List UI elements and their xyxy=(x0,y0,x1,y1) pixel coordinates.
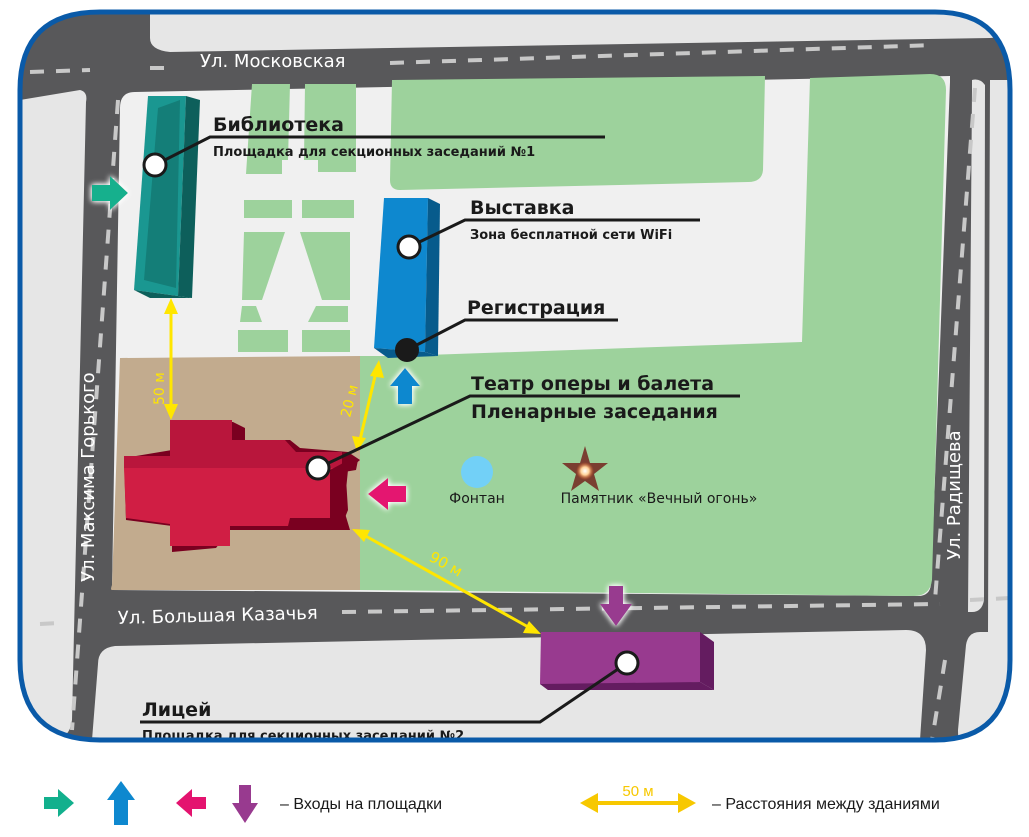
legend: – Входы на площадки 50 м – Расстояния ме… xyxy=(44,781,940,825)
garden-beds xyxy=(238,84,356,352)
legend-distance-label: – Расстояния между зданиями xyxy=(712,796,940,813)
lyceum-title: Лицей xyxy=(142,699,211,721)
block-west-upper xyxy=(20,90,87,740)
street-bolshaya-kazachya: Ул. Большая Казачья xyxy=(118,603,318,629)
exhibition-title: Выставка xyxy=(470,197,575,219)
park-main xyxy=(360,74,946,596)
registration-title: Регистрация xyxy=(467,297,605,319)
map-frame xyxy=(17,9,1013,743)
theatre-building[interactable] xyxy=(124,420,360,552)
street-gorkogo: Ул. Максима Горького xyxy=(78,372,99,582)
block-east-lower xyxy=(958,80,1010,740)
entrance-arrow-theatre[interactable] xyxy=(368,478,406,510)
exhibition-subtitle: Зона бесплатной сети WiFi xyxy=(470,228,672,243)
legend-entry-purple-icon xyxy=(232,785,258,823)
lyceum-subtitle: Площадка для секционных заседаний №2 xyxy=(142,729,464,744)
library-subtitle: Площадка для секционных заседаний №1 xyxy=(213,145,535,160)
distance-label-20m: 20 м xyxy=(338,383,361,419)
street-moskovskaya: Ул. Московская xyxy=(200,51,345,72)
theatre-subtitle: Пленарные заседания xyxy=(471,401,718,423)
library-pin[interactable] xyxy=(142,152,168,178)
fountain-label: Фонтан xyxy=(449,491,505,507)
lyceum-pin[interactable] xyxy=(614,650,640,676)
distance-label-50m: 50 м xyxy=(152,372,168,405)
legend-distance-icon xyxy=(580,793,696,813)
distance-arrow-theatre-lyceum xyxy=(352,529,541,634)
fountain-icon xyxy=(461,456,493,488)
monument-icon xyxy=(562,446,608,491)
legend-entrances-label: – Входы на площадки xyxy=(280,796,442,813)
park-north xyxy=(390,76,765,190)
exhibition-building[interactable] xyxy=(374,198,440,358)
theatre-title: Театр оперы и балета xyxy=(471,373,714,395)
theatre-pin[interactable] xyxy=(305,455,331,481)
distance-arrow-library-theatre xyxy=(164,298,178,420)
block-north xyxy=(150,12,1000,52)
legend-entry-green-icon xyxy=(44,789,74,817)
block-south xyxy=(92,630,926,740)
callout-leaders xyxy=(140,135,740,724)
exhibition-pin[interactable] xyxy=(396,234,422,260)
library-building[interactable] xyxy=(134,96,200,298)
road-dashes xyxy=(29,43,1010,740)
legend-entry-blue-icon xyxy=(107,781,135,825)
monument-label: Памятник «Вечный огонь» xyxy=(561,491,758,507)
street-radishcheva: Ул. Радищева xyxy=(944,430,965,560)
legend-distance-sample: 50 м xyxy=(622,783,653,800)
library-title: Библиотека xyxy=(213,114,344,136)
legend-entry-pink-icon xyxy=(176,789,206,817)
entrance-arrow-exhibition[interactable] xyxy=(390,368,420,404)
entrance-arrow-lyceum[interactable] xyxy=(600,586,632,626)
distance-arrow-theatre-exhibition xyxy=(352,360,384,452)
entrance-arrow-library[interactable] xyxy=(92,176,128,210)
block-east-strip xyxy=(968,79,985,613)
registration-pin[interactable] xyxy=(395,338,419,362)
